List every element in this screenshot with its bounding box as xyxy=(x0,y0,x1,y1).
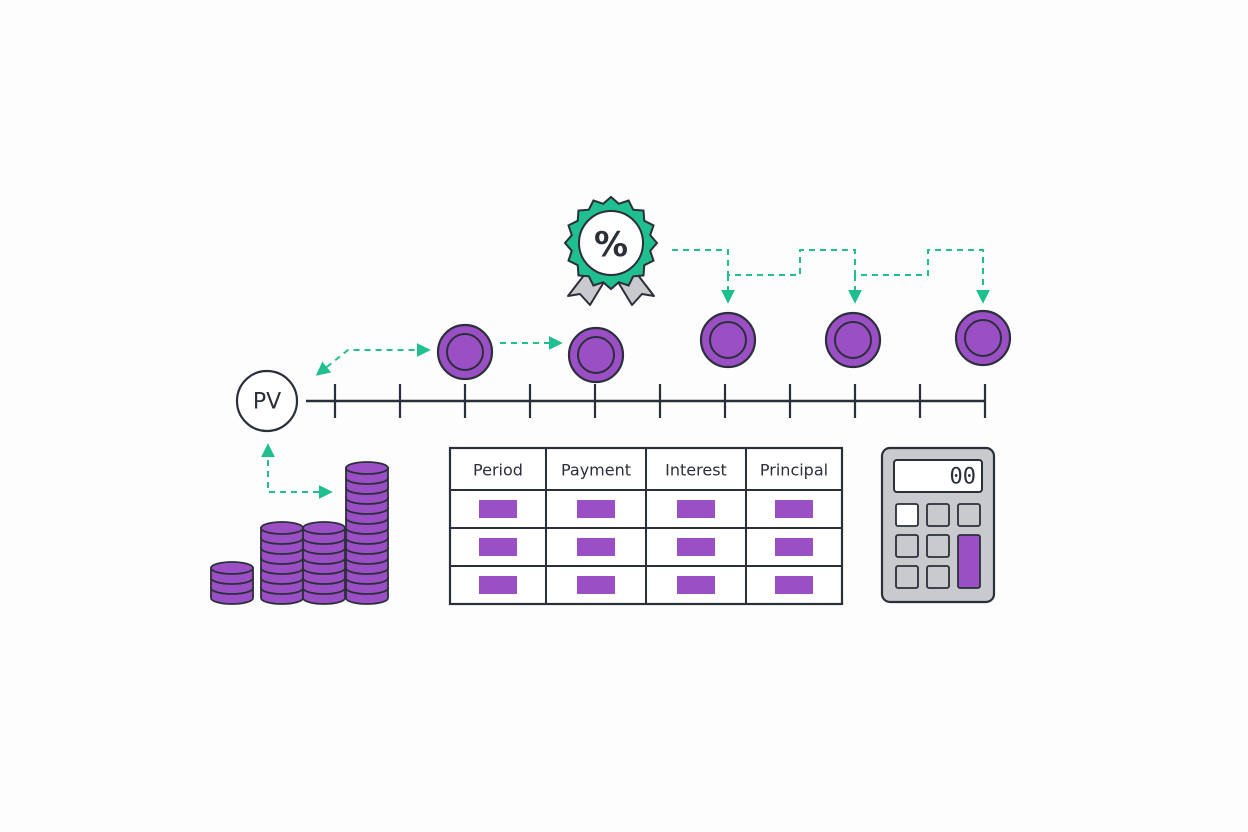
table-cell-placeholder xyxy=(677,538,715,556)
payment-coin xyxy=(567,326,625,384)
payment-coin xyxy=(824,311,882,369)
table-cell-placeholder xyxy=(775,500,813,518)
calculator-key xyxy=(895,565,919,589)
table-cell-placeholder xyxy=(479,500,517,518)
payment-coin xyxy=(699,311,757,369)
table-cell-placeholder xyxy=(677,500,715,518)
present-value-node: PV xyxy=(235,369,299,433)
table-cell-placeholder xyxy=(577,576,615,594)
pv-to-coin-arrow xyxy=(315,343,431,376)
flow-arrows xyxy=(261,249,990,499)
calculator-key xyxy=(895,503,919,527)
calculator-key xyxy=(957,503,981,527)
calculator-key xyxy=(926,565,950,589)
calculator-key xyxy=(926,534,950,558)
table-header: Period xyxy=(473,461,523,480)
table-cell-placeholder xyxy=(677,576,715,594)
table-header: Payment xyxy=(561,461,631,480)
calculator-key xyxy=(926,503,950,527)
present-value-label: PV xyxy=(253,390,281,415)
calculator-icon: 00 xyxy=(880,446,996,604)
stack-to-pv-arrow xyxy=(261,443,333,499)
table-cell-placeholder xyxy=(577,538,615,556)
table-cell-placeholder xyxy=(479,576,517,594)
timeline-axis xyxy=(306,384,987,418)
table-cell-placeholder xyxy=(577,500,615,518)
coin-stack xyxy=(260,521,304,605)
coin-stack xyxy=(302,521,346,605)
table-header: Principal xyxy=(760,461,828,480)
calculator-display: 00 xyxy=(950,465,977,490)
table-header: Interest xyxy=(665,461,727,480)
calculator-key xyxy=(895,534,919,558)
payment-coin xyxy=(436,323,494,381)
coin-stack-icon xyxy=(210,461,389,605)
payment-coins xyxy=(436,309,1012,384)
percent-badge-icon: % xyxy=(563,195,659,306)
coin-stack xyxy=(210,561,254,605)
coin-stack xyxy=(345,461,389,605)
table-cell-placeholder xyxy=(775,576,813,594)
payment-coin xyxy=(954,309,1012,367)
table-cell-placeholder xyxy=(479,538,517,556)
rate-to-payments-arrow xyxy=(672,249,990,304)
percent-symbol: % xyxy=(594,225,628,265)
table-cell-placeholder xyxy=(775,538,813,556)
timeline-ticks xyxy=(333,384,987,418)
calculator-equals-key xyxy=(957,534,981,589)
amortization-table: Period Payment Interest Principal xyxy=(448,446,844,606)
